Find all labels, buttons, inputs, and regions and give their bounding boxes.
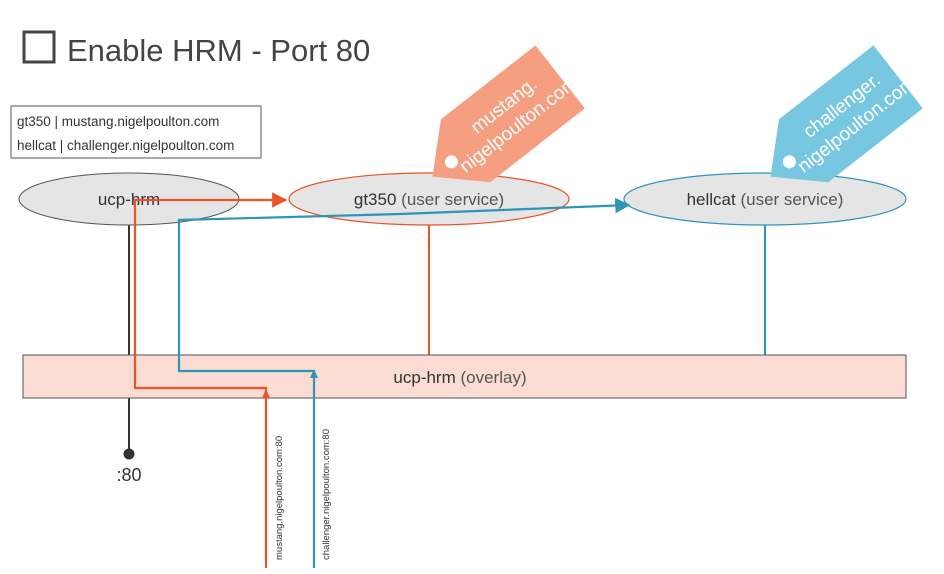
challenger-route-path xyxy=(177,197,631,568)
challenger-request-label: challenger.nigelpoulton.com:80 xyxy=(321,429,332,560)
mustang-request-label: mustang.nigelpoulton.com:80 xyxy=(274,436,285,560)
overlay-label: ucp-hrm (overlay) xyxy=(393,368,526,387)
node-gt350: gt350 (user service) xyxy=(288,172,570,226)
mustang-route-path xyxy=(133,192,288,568)
node-hellcat: hellcat (user service) xyxy=(623,172,907,226)
node-hellcat-label: hellcat (user service) xyxy=(687,190,844,209)
legend-line-hellcat: hellcat | challenger.nigelpoulton.com xyxy=(17,138,234,153)
port-dot xyxy=(123,448,135,460)
overlay-network: ucp-hrm (overlay) xyxy=(22,354,907,399)
tag-hole-icon xyxy=(782,155,796,169)
node-gt350-label: gt350 (user service) xyxy=(354,190,504,209)
page-title: Enable HRM - Port 80 xyxy=(67,33,370,68)
legend-box: gt350 | mustang.nigelpoulton.com hellcat… xyxy=(10,105,262,159)
challenger-entry-arrow-icon xyxy=(310,369,318,378)
node-ucp-hrm-label: ucp-hrm xyxy=(98,190,160,209)
port-label: :80 xyxy=(116,465,141,485)
checkbox-icon xyxy=(22,30,56,64)
legend-line-gt350: gt350 | mustang.nigelpoulton.com xyxy=(17,114,219,129)
tag-hole-icon xyxy=(444,155,458,169)
mustang-entry-arrow-icon xyxy=(262,389,270,398)
